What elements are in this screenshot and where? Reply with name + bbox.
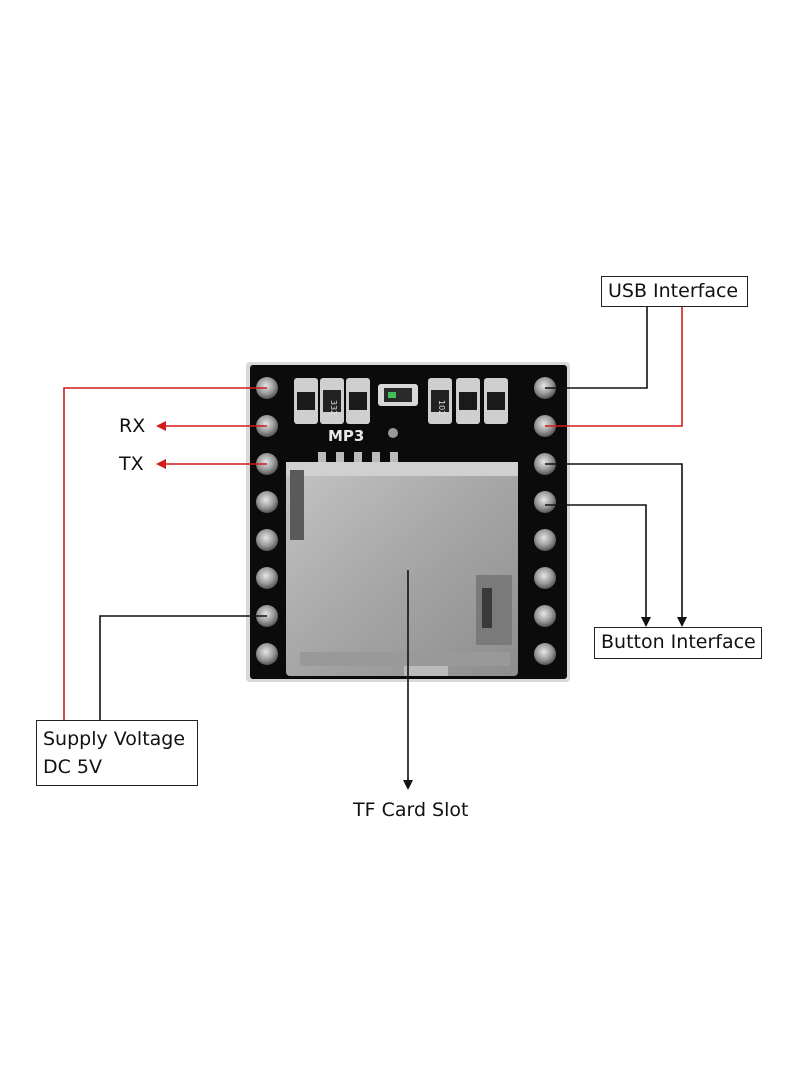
usb-wire-red [545,305,683,427]
tf-card-slot-label: TF Card Slot [352,799,468,821]
wires [63,305,687,790]
button-wire-2 [545,504,651,627]
button-wire-1 [545,463,687,627]
supply-voltage-label: Supply Voltage DC 5V [36,720,198,786]
pin-icon [256,529,278,551]
resistor-code-1: 332 [329,400,338,415]
tx-label: TX [118,453,144,475]
supply-wire-red [63,387,267,720]
usb-wire-black [545,305,648,389]
resistor-code-2: 102 [437,400,446,415]
supply-voltage-line1: Supply Voltage [43,728,186,750]
rx-label: RX [119,415,145,437]
pin-icon [534,643,556,665]
pin-icon [534,529,556,551]
smd-components: 332 102 MP3 [294,378,508,464]
supply-wire-black [99,615,267,720]
pin-icon [256,567,278,589]
pin-icon [534,605,556,627]
pin-icon [534,567,556,589]
pin-icon [534,491,556,513]
silkscreen-label: MP3 [328,427,364,445]
pin-icon [256,491,278,513]
pin-icon [256,643,278,665]
supply-voltage-line2: DC 5V [43,756,103,778]
usb-interface-label: USB Interface [601,276,748,307]
button-interface-label: Button Interface [594,627,762,659]
tf-card-slot [286,462,518,676]
